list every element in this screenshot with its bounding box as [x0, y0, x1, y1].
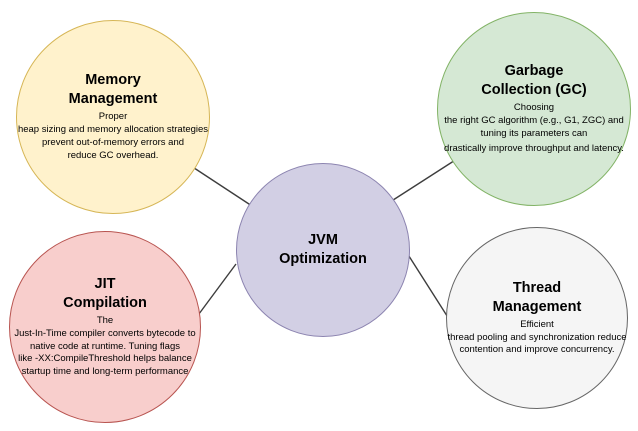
center-node-title: JVM Optimization	[279, 232, 367, 267]
node-thread-management[interactable]: Thread Management Efficient thread pooli…	[446, 227, 628, 409]
thread-node-body: Efficient thread pooling and synchroniza…	[447, 318, 627, 356]
connector-memory-center	[184, 161, 253, 207]
garbage-node-title: Garbage Collection (GC)	[481, 62, 587, 98]
memory-node-title: Memory Management	[68, 72, 158, 108]
memory-node-body: Proper heap sizing and memory allocation…	[17, 111, 209, 161]
node-jit-compilation[interactable]: JIT Compilation The Just-In-Time compile…	[9, 231, 201, 423]
jit-node-title: JIT Compilation	[63, 276, 147, 311]
node-garbage-collection[interactable]: Garbage Collection (GC) Choosing the rig…	[437, 12, 631, 206]
garbage-node-body-continued: drastically improve throughput and laten…	[444, 143, 624, 155]
jit-node-body: The Just-In-Time compiler converts bytec…	[14, 315, 196, 378]
thread-node-title: Thread Management	[492, 279, 582, 315]
node-jvm-optimization[interactable]: JVM Optimization	[236, 163, 410, 337]
connector-garbage-center	[389, 156, 461, 203]
garbage-node-body: Choosing the right GC algorithm (e.g., G…	[444, 101, 624, 139]
node-memory-management[interactable]: Memory Management Proper heap sizing and…	[16, 20, 210, 214]
connector-jit-center	[192, 263, 237, 323]
